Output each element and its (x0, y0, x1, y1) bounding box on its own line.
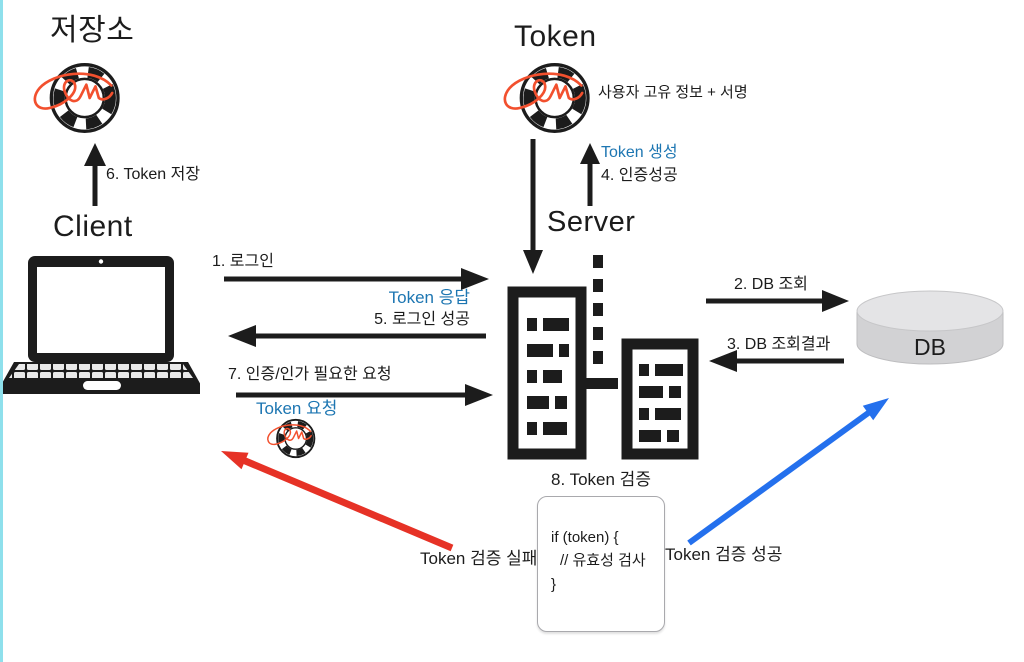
arrow-login-success (228, 325, 486, 347)
token-annotation: 사용자 고유 정보 + 서명 (598, 84, 748, 101)
arrow-db-query (706, 290, 849, 312)
label-token-verify: 8. Token 검증 (551, 470, 651, 489)
label-auth-success: 4. 인증성공 (601, 167, 678, 184)
building-a-windows (527, 318, 569, 435)
label-token-store: 6. Token 저장 (106, 166, 201, 183)
label-token-request: Token 요청 (256, 399, 338, 418)
database-cylinder-icon (856, 290, 1004, 365)
label-token-create: Token 생성 (601, 144, 678, 161)
label-login: 1. 로그인 (212, 253, 274, 270)
arrow-verify-success (687, 398, 889, 546)
arrow-verify-fail (221, 451, 454, 552)
arrow-db-result (709, 350, 844, 372)
token-title: Token (514, 20, 597, 53)
building-b-windows (639, 364, 683, 442)
token-verify-code-box: if (token) { // 유효성 검사 } (537, 496, 665, 632)
laptop-icon (0, 256, 200, 394)
label-login-success: 5. 로그인 성공 (374, 311, 470, 328)
label-token-response: Token 응답 (388, 288, 470, 307)
code-line-3: } (551, 576, 557, 593)
storage-token-coin-icon (28, 56, 128, 140)
code-line-2: // 유효성 검사 (560, 552, 646, 569)
server-buildings-icon (507, 255, 699, 460)
arrow-auth-request (236, 384, 493, 406)
label-auth-request: 7. 인증/인가 필요한 요청 (228, 366, 392, 383)
label-db-result: 3. DB 조회결과 (727, 336, 831, 353)
arrow-token-store (84, 143, 106, 206)
arrow-login (224, 268, 489, 290)
label-db-query: 2. DB 조회 (734, 276, 808, 293)
client-title: Client (53, 210, 133, 243)
label-verify-success: Token 검증 성공 (665, 545, 783, 564)
label-verify-fail: Token 검증 실패 (420, 549, 538, 568)
storage-title: 저장소 (50, 14, 135, 47)
server-title: Server (547, 206, 636, 238)
request-token-coin-icon (264, 415, 320, 462)
code-line-1: if (token) { (551, 529, 619, 546)
arrow-token-to-server (523, 139, 543, 274)
left-edge-border (0, 0, 3, 662)
token-coin-icon (498, 56, 598, 140)
db-label: DB (914, 334, 946, 360)
arrow-auth-success (580, 143, 600, 206)
